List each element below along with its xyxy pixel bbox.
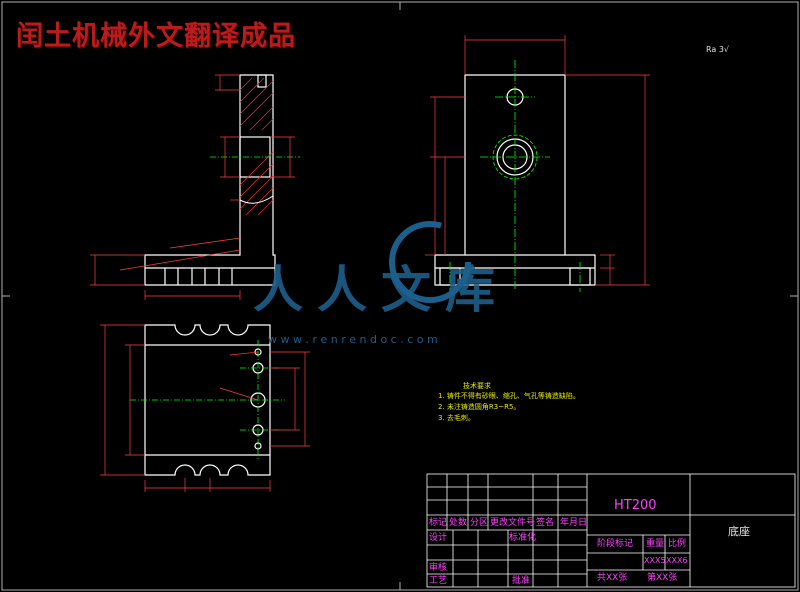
label-change-doc: 更改文件号 — [490, 518, 536, 528]
watermark-brand: 人人文库 — [253, 261, 509, 319]
banner-title: 闰土机械外文翻译成品 — [16, 21, 296, 52]
note-item: 2. 未注铸造圆角R3~R5。 — [438, 403, 521, 411]
label-review: 审核 — [429, 563, 448, 573]
watermark-url: w w w . r e n r e n d o c . c o m — [268, 333, 438, 346]
label-stage-mark: 阶段标记 — [597, 539, 634, 549]
note-item: 1. 铸件不得有砂眼、缩孔、气孔等铸造缺陷。 — [438, 392, 580, 400]
material-label: HT200 — [614, 498, 657, 513]
label-zone: 分区 — [470, 518, 489, 528]
section-hatch — [239, 77, 274, 216]
label-standardize: 标准化 — [509, 533, 537, 543]
label-scale: 比例 — [668, 539, 687, 549]
weight-value: XXX5 — [644, 556, 666, 565]
part-name: 底座 — [728, 525, 750, 538]
note-item: 3. 去毛刺。 — [438, 414, 475, 422]
label-count: 处数 — [449, 518, 468, 528]
title-block-grid — [426, 473, 796, 588]
top-view — [100, 324, 310, 492]
watermark-logo-icon — [389, 221, 471, 303]
label-process: 工艺 — [429, 576, 448, 586]
technical-notes: 技术要求 1. 铸件不得有砂眼、缩孔、气孔等铸造缺陷。 2. 未注铸造圆角R3~… — [438, 383, 580, 422]
label-approve: 批准 — [512, 576, 531, 586]
roughness-mark: Ra 3√ — [706, 45, 730, 54]
sheets-total: 共XX张 — [597, 573, 628, 583]
label-signature: 签名 — [536, 518, 555, 528]
side-section-view — [90, 74, 300, 300]
label-design: 设计 — [429, 533, 448, 543]
label-weight: 重量 — [646, 539, 665, 549]
sheet-number: 第XX张 — [647, 573, 678, 583]
front-view — [425, 35, 650, 292]
label-mark: 标记 — [429, 518, 448, 528]
notes-heading: 技术要求 — [463, 382, 491, 390]
label-date: 年月日 — [560, 518, 588, 528]
scale-value: XXX6 — [666, 556, 688, 565]
